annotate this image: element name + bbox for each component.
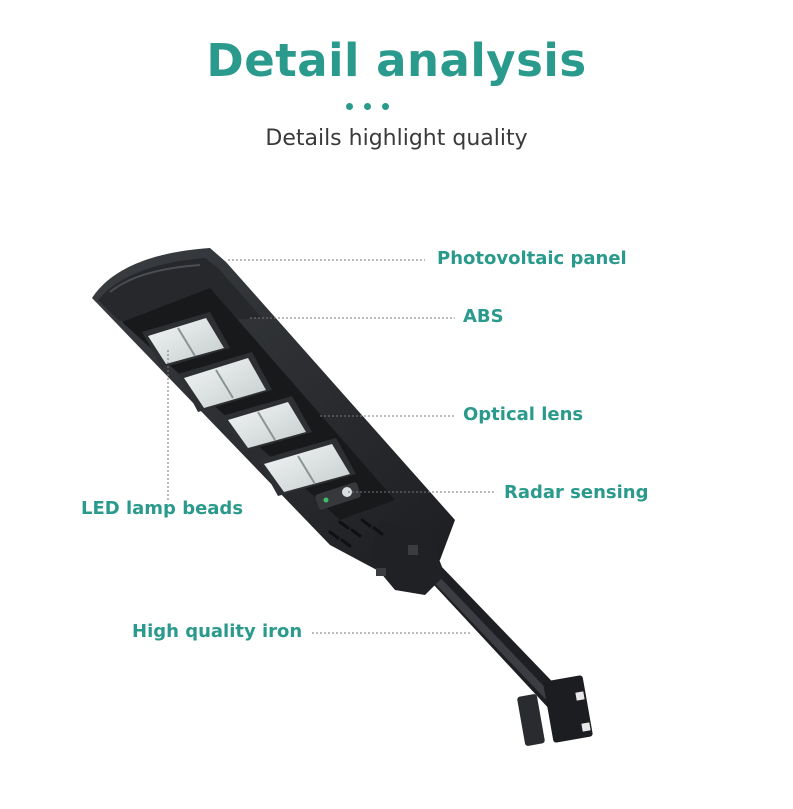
iron-pole [420,565,593,746]
led-module-1 [142,312,230,368]
callout-radar-sensing: Radar sensing [504,482,649,503]
callout-abs: ABS [463,306,504,327]
callout-led-lamp-beads: LED lamp beads [81,498,244,519]
callout-high-quality-iron: High quality iron [132,621,303,642]
callout-photovoltaic-panel: Photovoltaic panel [437,248,627,269]
radar-sensor [315,482,361,510]
callout-optical-lens: Optical lens [463,404,584,425]
led-module-2 [178,352,272,412]
callout-leader-lines [167,259,495,634]
led-module-4 [258,438,356,496]
page-title: Detail analysis [206,34,587,87]
title-dots-divider [346,103,390,113]
page-subtitle: Details highlight quality [265,126,528,151]
led-module-3 [222,396,312,452]
